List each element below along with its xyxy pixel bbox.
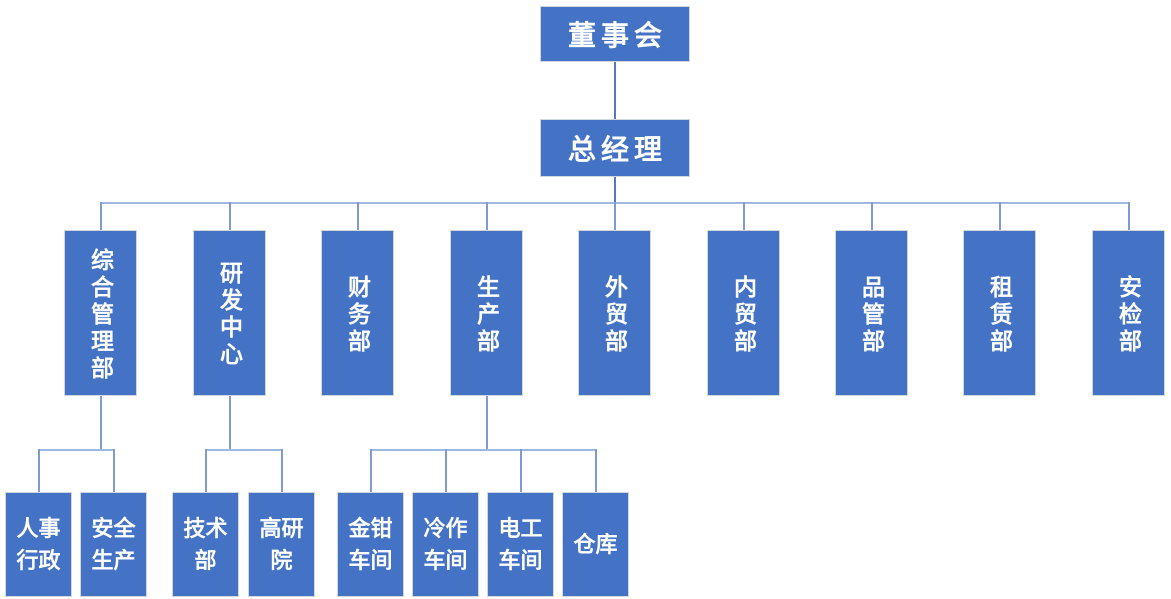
dept-label: 财务部 [344,274,371,356]
sub-node-electrician-workshop[interactable]: 电工车间 [487,492,554,597]
connector-dept4-subbus [486,396,488,451]
sub-label: 技术部 [183,515,228,573]
org-node-board-label: 董事会 [567,20,667,51]
subbus-dept1 [38,449,115,451]
dept-node-leasing[interactable]: 租赁部 [963,230,1036,396]
sub-label: 金钳车间 [348,515,393,573]
connector-board-gm [614,62,616,119]
sub-label: 冷作车间 [423,515,468,573]
dept-node-quality-control[interactable]: 品管部 [835,230,908,396]
dept-label: 内贸部 [730,274,757,356]
drop-dept-5 [614,202,616,230]
drop-dept-6 [743,202,745,230]
drop-sub-metal-clamp-workshop [370,449,372,492]
org-node-board[interactable]: 董事会 [540,6,690,62]
sub-label: 人事行政 [16,515,61,573]
sub-node-cold-work-workshop[interactable]: 冷作车间 [412,492,479,597]
dept-node-rd-center[interactable]: 研发中心 [193,230,266,396]
dept-label: 外贸部 [601,274,628,356]
drop-sub-hr-admin [38,449,40,492]
dept-label: 综合管理部 [87,247,114,383]
drop-sub-cold-work-workshop [445,449,447,492]
subbus-dept2 [205,449,283,451]
drop-dept-9 [1128,202,1130,230]
dept-label: 研发中心 [216,261,243,369]
drop-sub-technical [205,449,207,492]
dept-node-production[interactable]: 生产部 [450,230,523,396]
dept-label: 租赁部 [986,274,1013,356]
drop-dept-7 [871,202,873,230]
sub-label: 仓库 [573,531,618,557]
drop-dept-8 [999,202,1001,230]
sub-node-hr-admin[interactable]: 人事行政 [5,492,72,597]
sub-label: 电工车间 [498,515,543,573]
connector-dept1-subbus [100,396,102,451]
drop-sub-electrician-workshop [520,449,522,492]
sub-label: 安全生产 [91,515,136,573]
dept-label: 安检部 [1115,274,1142,356]
sub-node-safety-production[interactable]: 安全生产 [80,492,147,597]
sub-node-technical[interactable]: 技术部 [172,492,239,597]
subbus-dept4 [370,449,597,451]
sub-node-metal-clamp-workshop[interactable]: 金钳车间 [337,492,404,597]
org-node-general-manager[interactable]: 总经理 [540,119,690,177]
dept-label: 品管部 [858,274,885,356]
drop-dept-2 [229,202,231,230]
drop-sub-warehouse [595,449,597,492]
drop-dept-4 [486,202,488,230]
dept-node-finance[interactable]: 财务部 [321,230,394,396]
sub-node-warehouse[interactable]: 仓库 [562,492,629,597]
sub-label: 高研院 [259,515,304,573]
org-node-general-manager-label: 总经理 [567,134,667,165]
dept-node-foreign-trade[interactable]: 外贸部 [578,230,651,396]
connector-gm-bus [614,177,616,202]
drop-sub-safety-production [113,449,115,492]
connector-dept2-subbus [229,396,231,451]
drop-dept-1 [100,202,102,230]
dept-node-safety-inspection[interactable]: 安检部 [1092,230,1165,396]
sub-node-research-institute[interactable]: 高研院 [248,492,315,597]
dept-node-domestic-trade[interactable]: 内贸部 [707,230,780,396]
dept-node-comprehensive-management[interactable]: 综合管理部 [64,230,137,396]
dept-label: 生产部 [473,274,500,356]
drop-sub-research-institute [281,449,283,492]
drop-dept-3 [357,202,359,230]
